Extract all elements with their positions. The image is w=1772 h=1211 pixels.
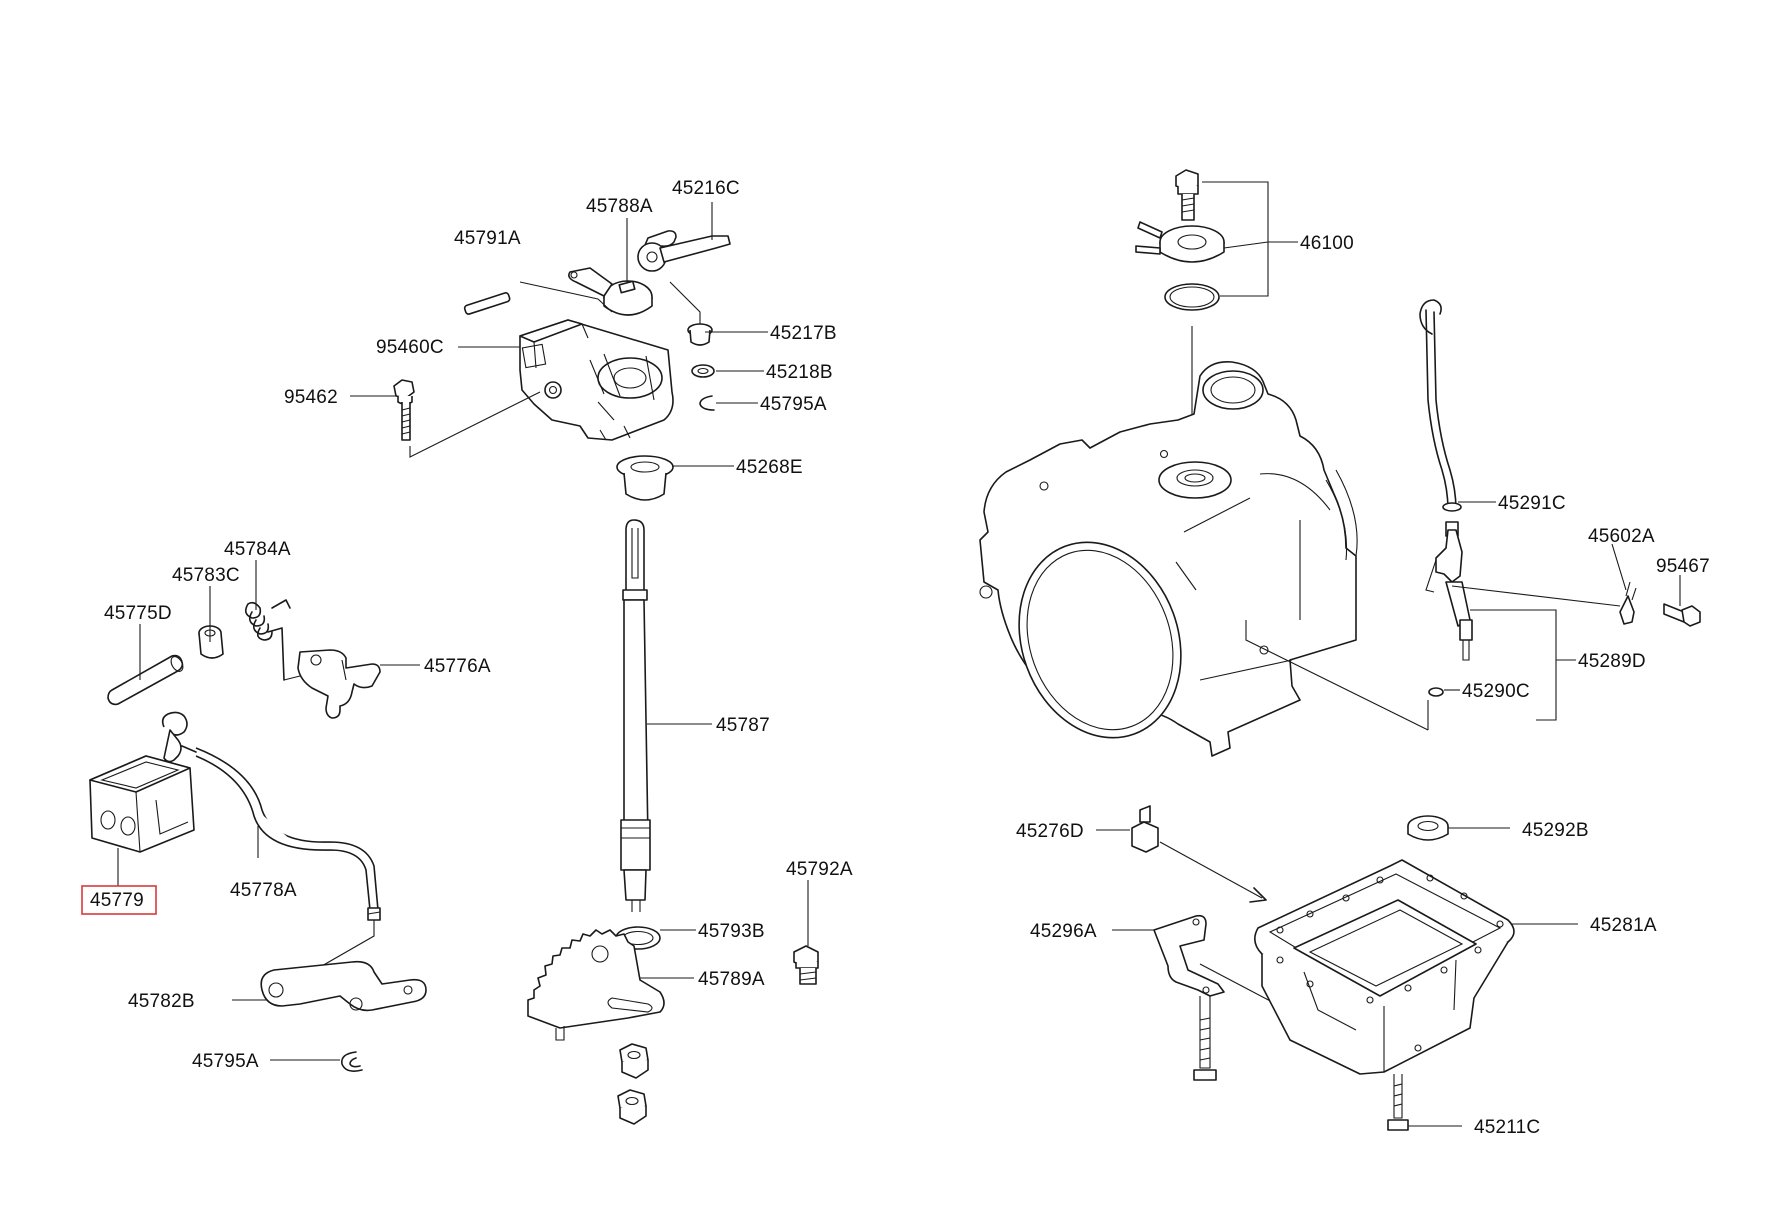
label-45792A[interactable]: 45792A	[786, 859, 853, 880]
label-45289D[interactable]: 45289D	[1578, 651, 1646, 672]
label-45291C[interactable]: 45291C	[1498, 493, 1566, 514]
label-45290C[interactable]: 45290C	[1462, 681, 1530, 702]
part-45779-bracket[interactable]	[89, 755, 195, 853]
part-45778A-shift-cable[interactable]	[161, 711, 381, 921]
part-45292B-seal[interactable]	[1407, 815, 1449, 841]
part-45217B-bushing[interactable]	[687, 323, 713, 346]
label-46100[interactable]: 46100	[1300, 233, 1354, 254]
part-95467-bolt[interactable]	[1663, 603, 1701, 627]
label-45778A[interactable]: 45778A	[230, 880, 297, 901]
label-45788A[interactable]: 45788A	[586, 196, 653, 217]
label-45211C[interactable]: 45211C	[1474, 1117, 1540, 1138]
part-oil-pan-bolt-left[interactable]	[1193, 996, 1217, 1081]
part-nut-upper[interactable]	[619, 1043, 649, 1079]
label-45216C[interactable]: 45216C	[672, 178, 740, 199]
part-46100-o-ring[interactable]	[1164, 283, 1220, 311]
part-45784A-spring[interactable]	[244, 599, 291, 681]
part-95460C-inhibitor-switch[interactable]	[519, 319, 674, 441]
label-95460C[interactable]: 95460C	[376, 337, 444, 358]
part-45296A-bracket[interactable]	[1153, 914, 1225, 997]
label-45795A-bottom[interactable]: 45795A	[192, 1051, 259, 1072]
part-45792A-bolt[interactable]	[793, 945, 819, 985]
label-95462[interactable]: 95462	[284, 387, 338, 408]
label-45784A[interactable]: 45784A	[224, 539, 291, 560]
part-45787-manual-shaft[interactable]	[620, 519, 651, 912]
label-45276D[interactable]: 45276D	[1016, 821, 1084, 842]
part-dipstick[interactable]	[1419, 299, 1457, 511]
part-nut-lower[interactable]	[617, 1089, 647, 1125]
label-45775D[interactable]: 45775D	[104, 603, 172, 624]
part-labels: 45216C 45788A 45791A 45217B 95460C 45218…	[81, 178, 1710, 1138]
part-45789A-detent-sector[interactable]	[527, 929, 665, 1041]
part-45291C-o-ring[interactable]	[1442, 502, 1462, 512]
part-45290C-o-ring[interactable]	[1428, 687, 1444, 697]
part-45795A-clip-bottom[interactable]	[340, 1051, 363, 1072]
part-45268E-bushing[interactable]	[616, 455, 674, 501]
label-45793B[interactable]: 45793B	[698, 921, 765, 942]
part-46100-sensor[interactable]	[1135, 221, 1225, 263]
label-45218B[interactable]: 45218B	[766, 362, 833, 383]
part-45788A-detent-lever[interactable]	[568, 267, 653, 316]
label-45217B[interactable]: 45217B	[770, 323, 837, 344]
part-45782B-lever[interactable]	[260, 960, 427, 1012]
label-45292B[interactable]: 45292B	[1522, 820, 1589, 841]
label-45783C[interactable]: 45783C	[172, 565, 240, 586]
highlight-box-45779	[81, 885, 157, 915]
part-95462-bolt[interactable]	[393, 379, 415, 441]
label-45789A[interactable]: 45789A	[698, 969, 765, 990]
label-45296A[interactable]: 45296A	[1030, 921, 1097, 942]
label-45268E[interactable]: 45268E	[736, 457, 803, 478]
label-45779[interactable]: 45779	[90, 890, 144, 911]
part-45211C-drain-plug[interactable]	[1387, 1074, 1409, 1131]
label-45602A[interactable]: 45602A	[1588, 526, 1655, 547]
label-45787[interactable]: 45787	[716, 715, 770, 736]
part-45281A-oil-pan[interactable]	[1254, 859, 1515, 1075]
label-45776A[interactable]: 45776A	[424, 656, 491, 677]
part-45216C-lever[interactable]	[637, 230, 731, 272]
transaxle-housing	[979, 360, 1358, 757]
part-45775D-pin[interactable]	[107, 654, 185, 706]
label-95467[interactable]: 95467	[1656, 556, 1710, 577]
part-45783C-collar[interactable]	[198, 625, 224, 659]
leader-lines	[117, 202, 1681, 1127]
part-45795A-clip-top[interactable]	[699, 395, 715, 411]
part-dipstick-tube[interactable]	[1425, 521, 1473, 661]
part-45791A-pin[interactable]	[463, 292, 511, 315]
label-45782B[interactable]: 45782B	[128, 991, 195, 1012]
part-46100-bolt[interactable]	[1175, 169, 1199, 221]
part-45776A-lever[interactable]	[297, 649, 381, 719]
label-45791A[interactable]: 45791A	[454, 228, 521, 249]
label-45281A[interactable]: 45281A	[1590, 915, 1657, 936]
part-45218B-washer[interactable]	[691, 364, 715, 378]
part-45276D-stud[interactable]	[1131, 805, 1159, 853]
part-45602A-clip[interactable]	[1619, 581, 1637, 625]
label-45795A-top[interactable]: 45795A	[760, 394, 827, 415]
